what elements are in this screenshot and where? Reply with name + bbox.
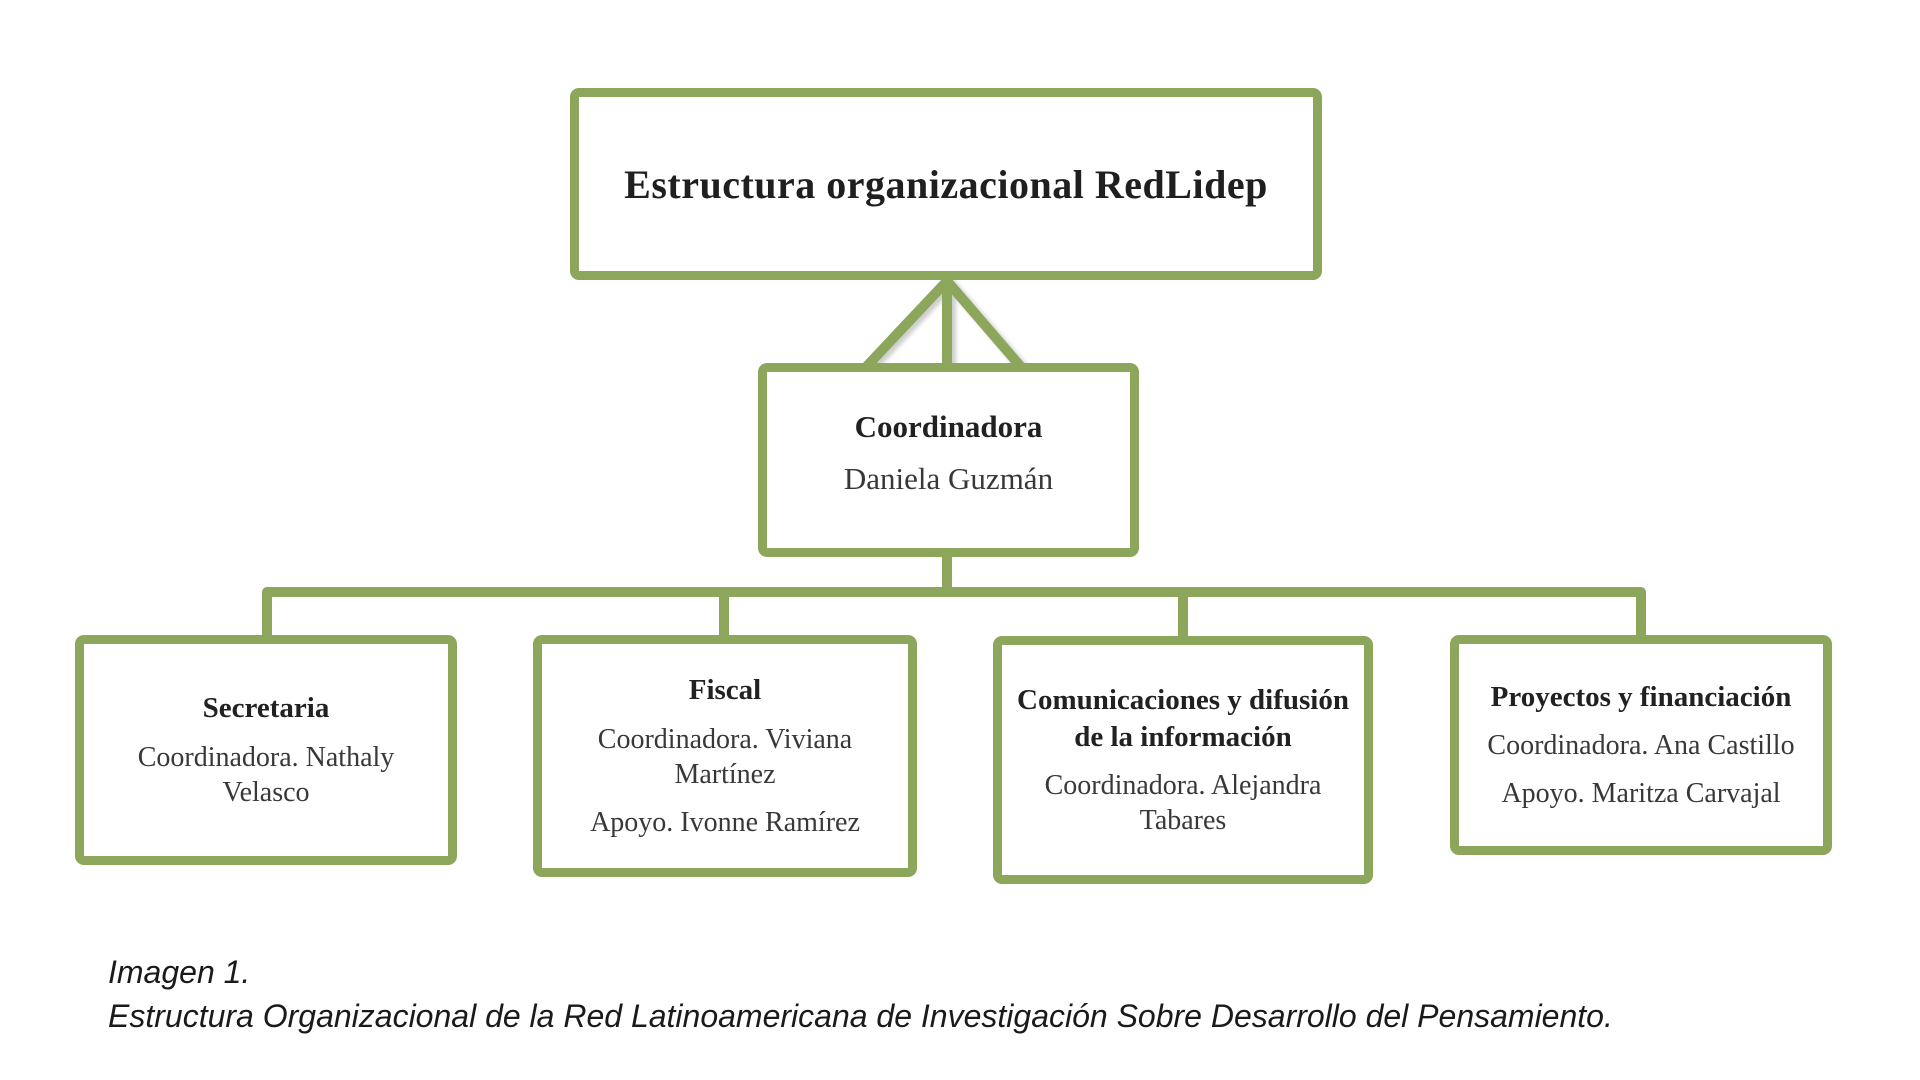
department-box-comunicaciones: Comunicaciones y difusión de la informac… bbox=[993, 636, 1373, 884]
root-box: Estructura organizacional RedLidep bbox=[570, 88, 1322, 280]
department-member: Apoyo. Maritza Carvajal bbox=[1501, 778, 1781, 810]
department-box-secretaria: Secretaria Coordinadora. Nathaly Velasco bbox=[75, 635, 457, 865]
coordinator-box: Coordinadora Daniela Guzmán bbox=[758, 363, 1139, 557]
department-box-proyectos: Proyectos y financiación Coordinadora. A… bbox=[1450, 635, 1832, 855]
department-title: Fiscal bbox=[688, 674, 762, 707]
department-box-fiscal: Fiscal Coordinadora. Viviana Martínez Ap… bbox=[533, 635, 917, 877]
root-box-title: Estructura organizacional RedLidep bbox=[624, 161, 1268, 207]
root-to-coordinator-fan bbox=[861, 276, 1026, 372]
department-member: Coordinadora. Viviana Martínez bbox=[597, 723, 853, 790]
caption-label: Imagen 1. bbox=[108, 954, 251, 990]
department-title: Proyectos y financiación bbox=[1490, 680, 1792, 713]
department-title: Comunicaciones y difusión de la informac… bbox=[1017, 684, 1349, 753]
department-title: Secretaria bbox=[202, 692, 330, 725]
department-member: Coordinadora. Alejandra Tabares bbox=[1044, 769, 1322, 836]
department-member: Coordinadora. Nathaly Velasco bbox=[137, 741, 395, 808]
department-member: Coordinadora. Ana Castillo bbox=[1487, 730, 1795, 762]
bus-line bbox=[262, 587, 1646, 640]
fan-connector-left bbox=[861, 276, 952, 372]
fan-connector-right bbox=[942, 276, 1026, 372]
coordinator-box-title: Coordinadora bbox=[854, 409, 1043, 444]
figure-caption: Imagen 1. Estructura Organizacional de l… bbox=[108, 950, 1828, 1038]
caption-text: Estructura Organizacional de la Red Lati… bbox=[108, 998, 1613, 1035]
department-member: Apoyo. Ivonne Ramírez bbox=[590, 806, 860, 838]
coordinator-name: Daniela Guzmán bbox=[843, 461, 1054, 496]
